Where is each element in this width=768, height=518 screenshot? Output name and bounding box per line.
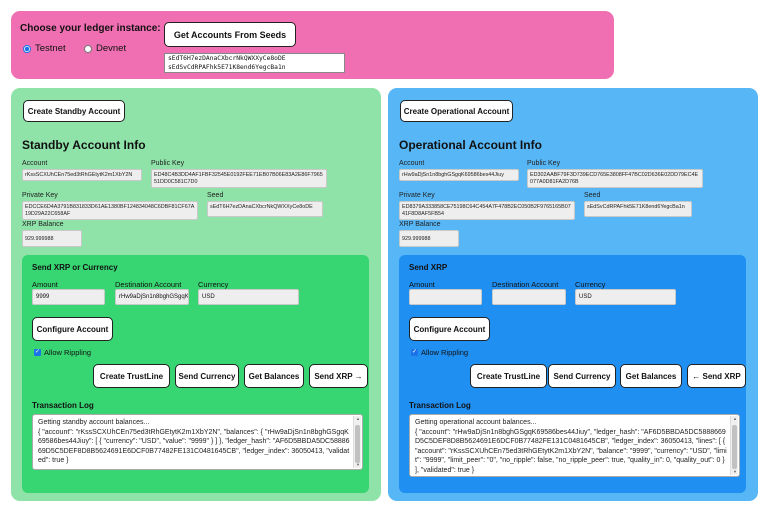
standby-log-text: Getting standby account balances... { "a… (38, 419, 350, 464)
operational-seed-label: Seed (584, 192, 601, 199)
standby-balance-field[interactable]: 929.999988 (22, 230, 82, 247)
standby-send-title: Send XRP or Currency (32, 263, 118, 272)
operational-send-title: Send XRP (409, 263, 448, 272)
devnet-radio[interactable] (84, 44, 92, 53)
check-icon[interactable]: ✓ (411, 349, 418, 356)
operational-transaction-log[interactable]: Getting operational account balances... … (409, 414, 740, 477)
operational-get-balances-button[interactable]: Get Balances (620, 364, 682, 388)
standby-currency-input[interactable]: USD (198, 289, 299, 305)
testnet-label: Testnet (35, 43, 66, 54)
standby-title: Standby Account Info (22, 138, 146, 152)
operational-destination-label: Destination Account (492, 280, 559, 289)
standby-account-field[interactable]: rKssSCXUhCEn75ed3tRhGEtytK2m1XbY2N (22, 169, 142, 181)
operational-log-title: Transaction Log (409, 401, 471, 410)
standby-amount-label: Amount (32, 280, 58, 289)
operational-log-scrollbar[interactable]: ▲ ▼ (730, 416, 738, 475)
operational-currency-input[interactable]: USD (575, 289, 676, 305)
operational-configure-button[interactable]: Configure Account (409, 317, 490, 341)
standby-send-xrp-button[interactable]: Send XRP → (309, 364, 368, 388)
scroll-thumb[interactable] (355, 425, 360, 463)
standby-send-currency-button[interactable]: Send Currency (175, 364, 239, 388)
get-accounts-button[interactable]: Get Accounts From Seeds (164, 22, 296, 47)
scroll-thumb[interactable] (732, 425, 737, 469)
devnet-option[interactable]: Devnet (84, 43, 126, 54)
standby-panel: Create Standby Account Standby Account I… (11, 88, 381, 501)
standby-log-title: Transaction Log (32, 401, 94, 410)
operational-currency-label: Currency (575, 280, 606, 289)
standby-private-key-label: Private Key (22, 192, 58, 199)
ledger-instance-title: Choose your ledger instance: (20, 23, 161, 34)
standby-destination-input[interactable]: rHw9aDjSn1n8bghGSgqK69586bes44Jiuy (115, 289, 189, 305)
operational-destination-input[interactable] (492, 289, 566, 305)
standby-transaction-log[interactable]: Getting standby account balances... { "a… (32, 414, 363, 470)
operational-account-field[interactable]: rHw9aDjSn1n8bghGSgqK69586bes44Jiuy (399, 169, 519, 181)
standby-allow-rippling-label: Allow Rippling (44, 348, 92, 357)
scroll-up-icon[interactable]: ▲ (733, 416, 737, 421)
standby-currency-label: Currency (198, 280, 229, 289)
standby-get-balances-button[interactable]: Get Balances (244, 364, 304, 388)
scroll-up-icon[interactable]: ▲ (356, 416, 360, 421)
operational-allow-rippling-label: Allow Rippling (421, 348, 469, 357)
operational-amount-label: Amount (409, 280, 435, 289)
operational-create-trustline-button[interactable]: Create TrustLine (470, 364, 547, 388)
create-operational-account-button[interactable]: Create Operational Account (400, 100, 513, 122)
operational-private-key-label: Private Key (399, 192, 435, 199)
operational-account-label: Account (399, 160, 425, 167)
operational-amount-input[interactable] (409, 289, 482, 305)
operational-private-key-field[interactable]: ED8379A333858CE75198C64C454A7F478B2EC050… (399, 201, 575, 220)
standby-balance-label: XRP Balance (22, 221, 64, 228)
standby-account-label: Account (22, 160, 48, 167)
testnet-radio[interactable] (23, 44, 31, 53)
operational-title: Operational Account Info (399, 138, 542, 152)
standby-send-section: Send XRP or Currency Amount 9999 Destina… (22, 255, 369, 493)
operational-public-key-label: Public Key (527, 160, 561, 167)
operational-panel: Create Operational Account Operational A… (388, 88, 758, 501)
operational-balance-field[interactable]: 929.999988 (399, 230, 459, 247)
testnet-option[interactable]: Testnet (23, 43, 66, 54)
create-standby-account-button[interactable]: Create Standby Account (23, 100, 125, 122)
standby-public-key-label: Public Key (151, 160, 185, 167)
standby-seed-field[interactable]: sEdT6H7ezDAnaCXbcrNkQWXXyCe8oDE (207, 201, 323, 217)
standby-destination-label: Destination Account (115, 280, 182, 289)
check-icon[interactable]: ✓ (34, 349, 41, 356)
operational-public-key-field[interactable]: ED302AABF79F3D739ECD765E3808FF47BC02D636… (527, 169, 703, 188)
seeds-textarea[interactable]: sEdT6H7ezDAnaCXbcrNkQWXXyCe8oDE sEdSvCdR… (164, 53, 345, 73)
standby-private-key-field[interactable]: EDCCE6D4A3791B831833D61AE1380BF124834048… (22, 201, 198, 220)
operational-seed-field[interactable]: sEdSvCdRPAFhk5E71K8end6YegcBa1n (584, 201, 692, 217)
operational-send-section: Send XRP Amount Destination Account Curr… (399, 255, 746, 493)
ledger-header: Choose your ledger instance: Testnet Dev… (11, 11, 614, 79)
operational-balance-label: XRP Balance (399, 221, 441, 228)
operational-send-xrp-button[interactable]: ← Send XRP (687, 364, 746, 388)
operational-log-text: Getting operational account balances... … (415, 419, 727, 474)
standby-create-trustline-button[interactable]: Create TrustLine (93, 364, 170, 388)
standby-log-scrollbar[interactable]: ▲ ▼ (353, 416, 361, 468)
standby-configure-button[interactable]: Configure Account (32, 317, 113, 341)
devnet-label: Devnet (96, 43, 127, 54)
standby-public-key-field[interactable]: ED48C4B3DD4AF1FBF32545E0192FEE71EB07B06E… (151, 169, 327, 188)
standby-amount-input[interactable]: 9999 (32, 289, 105, 305)
operational-send-currency-button[interactable]: Send Currency (548, 364, 616, 388)
scroll-down-icon[interactable]: ▼ (733, 469, 737, 474)
scroll-down-icon[interactable]: ▼ (356, 462, 360, 467)
standby-seed-label: Seed (207, 192, 224, 199)
standby-allow-rippling[interactable]: ✓ Allow Rippling (34, 348, 91, 357)
operational-allow-rippling[interactable]: ✓ Allow Rippling (411, 348, 468, 357)
